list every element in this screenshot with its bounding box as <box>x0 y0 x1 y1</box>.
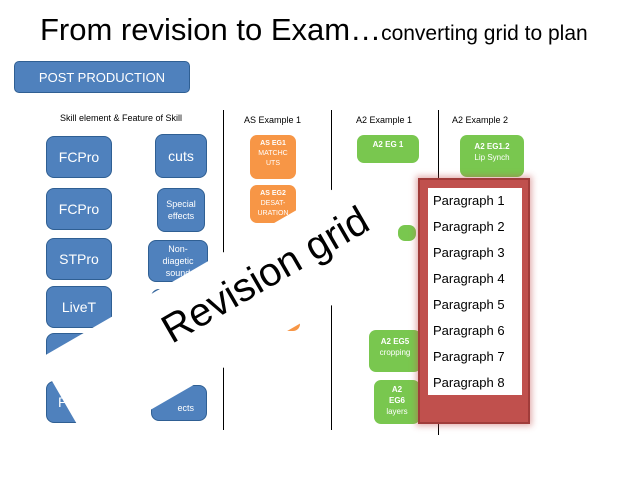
feature-nondiag-line1: Non- <box>168 244 188 254</box>
as-eg2-title: AS EG2 <box>260 190 286 197</box>
skill-box-livet: LiveT <box>46 286 112 328</box>
paragraph-item: Paragraph 6 <box>433 323 505 338</box>
a2-eg1-2-sub: Lip Synch <box>474 153 510 162</box>
as-eg1-line2: UTS <box>266 160 280 167</box>
feature-nondiag-line2: diagetic <box>162 256 194 266</box>
feature-special-line2: effects <box>167 211 195 221</box>
a2-eg1-2-title: A2 EG1.2 <box>474 142 510 151</box>
feature-box-special-effects: Special effects <box>157 188 205 232</box>
feature-box-cuts: cuts <box>155 134 207 178</box>
header-a2-example-1: A2 Example 1 <box>356 115 413 125</box>
header-as-example-1: AS Example 1 <box>244 115 302 125</box>
title-sub: converting grid to plan <box>381 22 588 45</box>
as-eg2-box: AS EG2 DESAT- URATION <box>250 185 296 223</box>
a2-eg1-box: A2 EG 1 <box>357 135 419 163</box>
as-eg1-box: AS EG1 MATCHC UTS <box>250 135 296 179</box>
as-eg2-line2: URATION <box>257 210 289 217</box>
slide-title: From revision to Exam…converting grid to… <box>40 12 588 48</box>
skill-box-fcpro-2: FCPro <box>46 188 112 230</box>
skill-box-stpro: STPro <box>46 238 112 280</box>
paragraph-item: Paragraph 2 <box>433 219 505 234</box>
paragraph-item: Paragraph 1 <box>433 193 505 208</box>
header-a2-example-2: A2 Example 2 <box>452 115 509 125</box>
as-eg1-title: AS EG1 <box>260 140 286 147</box>
as-eg1-line1: MATCHC <box>258 150 288 157</box>
post-production-box: POST PRODUCTION <box>14 61 190 93</box>
paragraph-item: Paragraph 4 <box>433 271 505 286</box>
a2-eg5-title: A2 EG5 <box>380 337 410 346</box>
paragraph-list: Paragraph 1 Paragraph 2 Paragraph 3 Para… <box>428 188 522 395</box>
a2-eg6-line2: EG6 <box>388 396 405 405</box>
a2-eg1-2-box: A2 EG1.2 Lip Synch <box>460 135 524 177</box>
a2-eg-partial-box <box>398 225 416 241</box>
skill-box-fcpro-1: FCPro <box>46 136 112 178</box>
a2-eg5-box: A2 EG5 cropping <box>369 330 421 372</box>
a2-eg6-line3: layers <box>386 407 408 416</box>
paragraph-item: Paragraph 8 <box>433 375 505 390</box>
a2-eg6-line1: A2 <box>391 385 403 394</box>
header-skill: Skill element & Feature of Skill <box>60 113 183 123</box>
feature-nondiag-line3: sound <box>165 268 191 278</box>
as-eg2-line1: DESAT- <box>260 200 286 207</box>
paragraph-item: Paragraph 5 <box>433 297 505 312</box>
paragraph-item: Paragraph 7 <box>433 349 505 364</box>
feature-special-line1: Special <box>166 199 196 209</box>
title-main: From revision to Exam… <box>40 12 382 47</box>
paragraph-item: Paragraph 3 <box>433 245 505 260</box>
a2-eg5-sub: cropping <box>379 348 411 357</box>
a2-eg6-box: A2 EG6 layers <box>374 380 420 424</box>
